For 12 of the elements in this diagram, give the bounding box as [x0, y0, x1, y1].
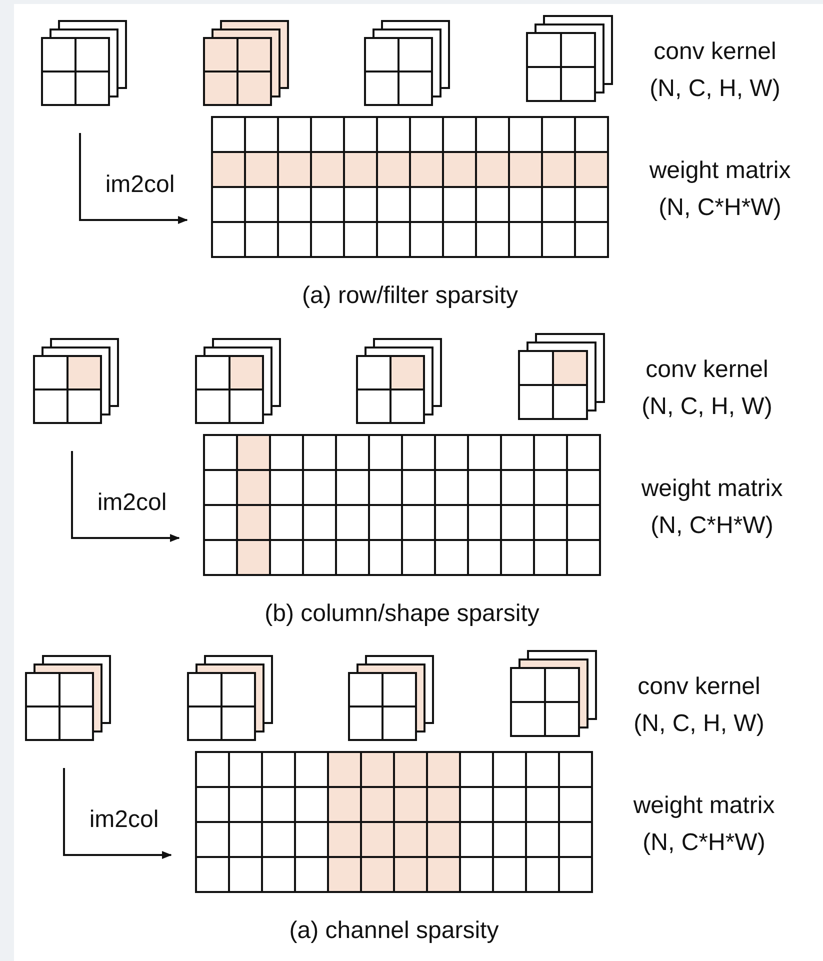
- kernel-label: conv kernel (N, C, H, W): [632, 672, 766, 739]
- matrix-label: weight matrix (N, C*H*W): [632, 791, 776, 858]
- transform-label: im2col: [88, 805, 160, 835]
- transform-label: im2col: [96, 488, 168, 518]
- matrix-label: weight matrix (N, C*H*W): [648, 156, 792, 223]
- panel-caption: (a) row/filter sparsity: [300, 281, 520, 311]
- panel-caption: (b) column/shape sparsity: [264, 599, 540, 629]
- panel-caption: (a) channel sparsity: [288, 916, 500, 946]
- kernel-label: conv kernel (N, C, H, W): [640, 355, 774, 422]
- matrix-label: weight matrix (N, C*H*W): [640, 474, 784, 541]
- kernel-label: conv kernel (N, C, H, W): [648, 37, 782, 104]
- transform-label: im2col: [104, 170, 176, 200]
